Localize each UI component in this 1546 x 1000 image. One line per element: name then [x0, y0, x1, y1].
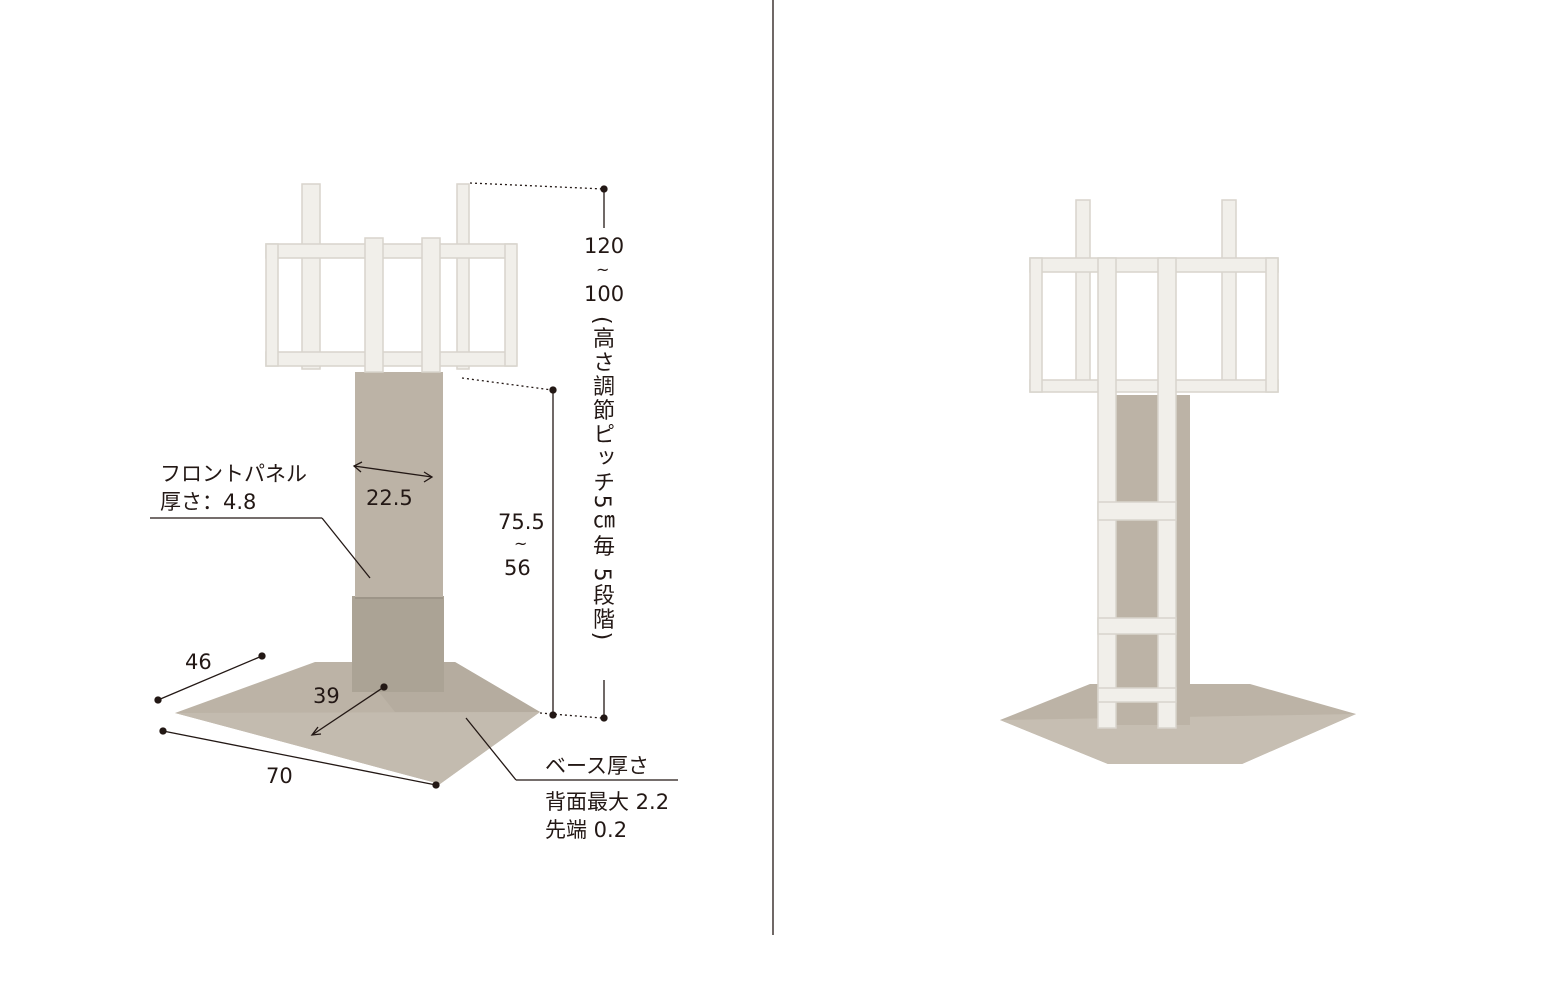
height-mid-min-label: 56: [504, 556, 531, 580]
front-tv-bracket: [265, 183, 518, 373]
base-thickness-title: ベース厚さ: [545, 754, 649, 778]
base-thickness-back: 背面最大 2.2: [545, 790, 670, 814]
height-top-max-label: 120: [584, 234, 625, 258]
height-top-min-label: 100: [584, 282, 625, 306]
front-stand-drawing: [175, 183, 540, 784]
front-panel-title: フロントパネル: [160, 462, 307, 486]
front-panel: [355, 372, 443, 598]
front-panel-width-label: 22.5: [366, 486, 413, 510]
height-mid-tilde: ~: [514, 534, 528, 553]
base-width-label: 70: [266, 764, 293, 788]
height-top-tilde: ~: [596, 260, 610, 279]
base-depth-label: 46: [185, 650, 212, 674]
front-stand-column-lower: [352, 596, 444, 692]
base-thickness-tip: 先端 0.2: [545, 818, 628, 842]
back-stand-drawing: [1000, 199, 1356, 764]
height-mid-max-label: 75.5: [498, 510, 545, 534]
base-inner-depth-label: 39: [313, 684, 340, 708]
front-panel-thickness: 厚さ：4.8: [160, 490, 257, 514]
dimension-lines: [150, 182, 678, 789]
height-adjust-note: (高さ調節ピッチ5㎝毎 5段階): [589, 316, 614, 643]
